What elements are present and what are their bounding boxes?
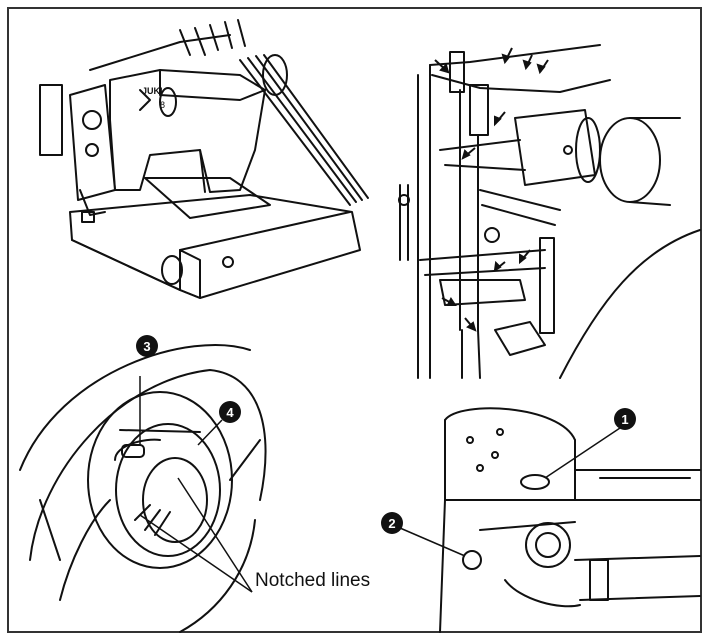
callout-4: 4 — [219, 401, 241, 423]
callout-1-number: 1 — [621, 412, 628, 427]
pulley-notched-lines-detail — [19, 344, 267, 633]
notched-lines-label: Notched lines — [255, 570, 370, 591]
sewing-machine-overview — [39, 19, 369, 299]
figure-frame — [7, 7, 702, 633]
machine-brand-label: JUKI — [142, 86, 163, 96]
rear-mechanism-detail — [398, 44, 701, 379]
adjustment-arrows — [434, 47, 549, 332]
bed-plate-leaders — [399, 427, 621, 557]
machine-model-label: 8 — [160, 100, 165, 110]
callout-2: 2 — [381, 512, 403, 534]
callout-2-number: 2 — [388, 516, 395, 531]
callout-1: 1 — [614, 408, 636, 430]
callout-3-number: 3 — [143, 339, 150, 354]
bed-plate-detail — [439, 407, 701, 633]
callout-4-number: 4 — [226, 405, 234, 420]
callout-3: 3 — [136, 335, 158, 357]
notched-lines-leaders — [139, 376, 253, 593]
